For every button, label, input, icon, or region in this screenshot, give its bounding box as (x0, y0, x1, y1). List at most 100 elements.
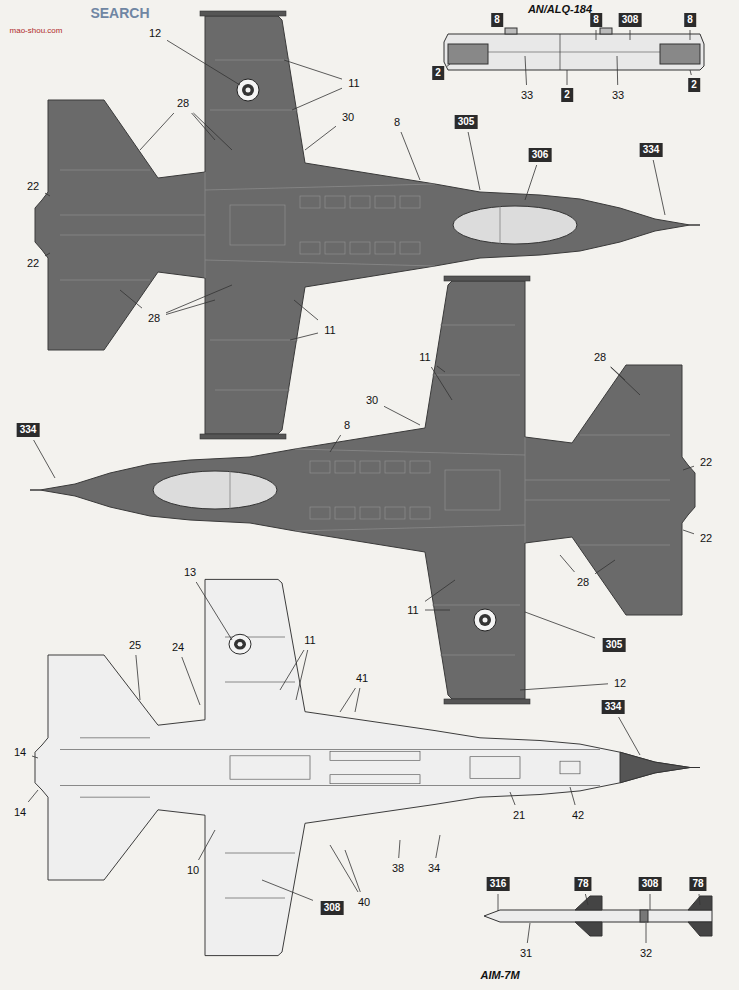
callout-box: 334 (640, 143, 663, 157)
callout-box: 8 (491, 13, 503, 27)
callout-number: 316 (490, 878, 507, 889)
leader-line (120, 290, 142, 308)
callout-box: 305 (455, 115, 478, 129)
callout-number: 30 (342, 111, 354, 124)
missile (484, 896, 712, 936)
callout-box: 78 (574, 877, 591, 891)
callout-number: 10 (187, 864, 199, 877)
callout-number: 11 (324, 324, 335, 337)
callout-number: 24 (172, 641, 184, 654)
callout-number: 22 (700, 456, 712, 469)
callout-number: 33 (521, 89, 533, 102)
leader-line (617, 56, 619, 85)
watermark: mao-shou.com (10, 24, 63, 37)
callout-number: 305 (458, 116, 475, 127)
callout-box: 308 (321, 901, 344, 915)
leader-line (401, 132, 420, 180)
callout-number: 334 (20, 424, 37, 435)
callout-number: 2 (435, 67, 441, 78)
leader-line (193, 113, 232, 150)
leader-line (690, 30, 691, 40)
callout-number: 32 (640, 947, 652, 960)
callout-number: 305 (606, 639, 623, 650)
leader-line (646, 923, 647, 943)
leader-line (290, 333, 318, 340)
leader-line (595, 560, 615, 574)
leader-line (699, 894, 700, 905)
callout-number: 28 (177, 97, 189, 110)
leader-line (619, 717, 640, 755)
callout-number: 306 (532, 149, 549, 160)
callout-number: 78 (692, 878, 703, 889)
leader-line (611, 367, 641, 395)
leader-line (425, 580, 455, 601)
callout-number: 8 (687, 14, 693, 25)
leader-line (650, 894, 651, 910)
callout-box: 2 (432, 66, 444, 80)
leader-line (196, 582, 232, 640)
leader-line (140, 113, 174, 150)
callout-box: 316 (487, 877, 510, 891)
callout-number: 25 (129, 639, 141, 652)
leader-line (596, 30, 597, 40)
leader-line (294, 300, 318, 320)
leader-line (384, 406, 420, 425)
callout-number: 38 (392, 862, 404, 875)
leader-line (292, 88, 342, 110)
leader-line (570, 787, 575, 805)
callout-number: 30 (366, 394, 378, 407)
leader-line (447, 64, 450, 66)
callout-number: 41 (356, 672, 368, 685)
ecm-pod (444, 28, 704, 70)
callout-number: 22 (27, 257, 39, 270)
callout-number: 78 (577, 878, 588, 889)
leader-line (345, 850, 360, 892)
leader-line (436, 835, 440, 858)
leader-line (192, 113, 215, 140)
callout-number: 22 (700, 532, 712, 545)
callout-number: 11 (304, 634, 315, 647)
callout-number: 11 (348, 77, 359, 90)
callout-box: 305 (603, 638, 626, 652)
leader-line (262, 880, 313, 900)
leader-line (437, 366, 445, 372)
callout-number: 11 (419, 351, 430, 364)
callout-number: 28 (594, 351, 606, 364)
part-title: AIM-7M (480, 969, 519, 982)
roundel (237, 79, 496, 631)
callout-number: 22 (27, 180, 39, 193)
leader-line (136, 655, 140, 700)
leader-line (525, 165, 537, 200)
callout-number: 308 (642, 878, 659, 889)
leader-line (683, 466, 694, 470)
leader-line (199, 830, 216, 860)
callout-number: 11 (407, 604, 418, 617)
leader-line (330, 845, 358, 892)
leader-line (425, 610, 450, 611)
leader-line (340, 688, 356, 712)
callout-number: 21 (513, 809, 525, 822)
callout-number: 42 (572, 809, 584, 822)
callout-box: 306 (529, 148, 552, 162)
callout-box: 308 (619, 13, 642, 27)
callout-box: 334 (17, 423, 40, 437)
callout-number: 28 (148, 312, 160, 325)
callout-number: 12 (149, 27, 161, 40)
leader-line (585, 894, 588, 905)
leader-line (284, 60, 342, 79)
callout-number: 13 (184, 566, 196, 579)
callout-number: 34 (428, 862, 440, 875)
callout-number: 14 (14, 746, 26, 759)
leader-line (355, 688, 360, 712)
callout-number: 8 (394, 116, 400, 129)
leader-line (399, 840, 400, 858)
callout-number: 334 (605, 701, 622, 712)
callout-number: 28 (577, 576, 589, 589)
callout-number: 31 (520, 947, 532, 960)
callout-number: 2 (564, 89, 570, 100)
leader-line (296, 650, 308, 700)
callout-number: 2 (691, 79, 697, 90)
callout-number: 14 (14, 806, 26, 819)
